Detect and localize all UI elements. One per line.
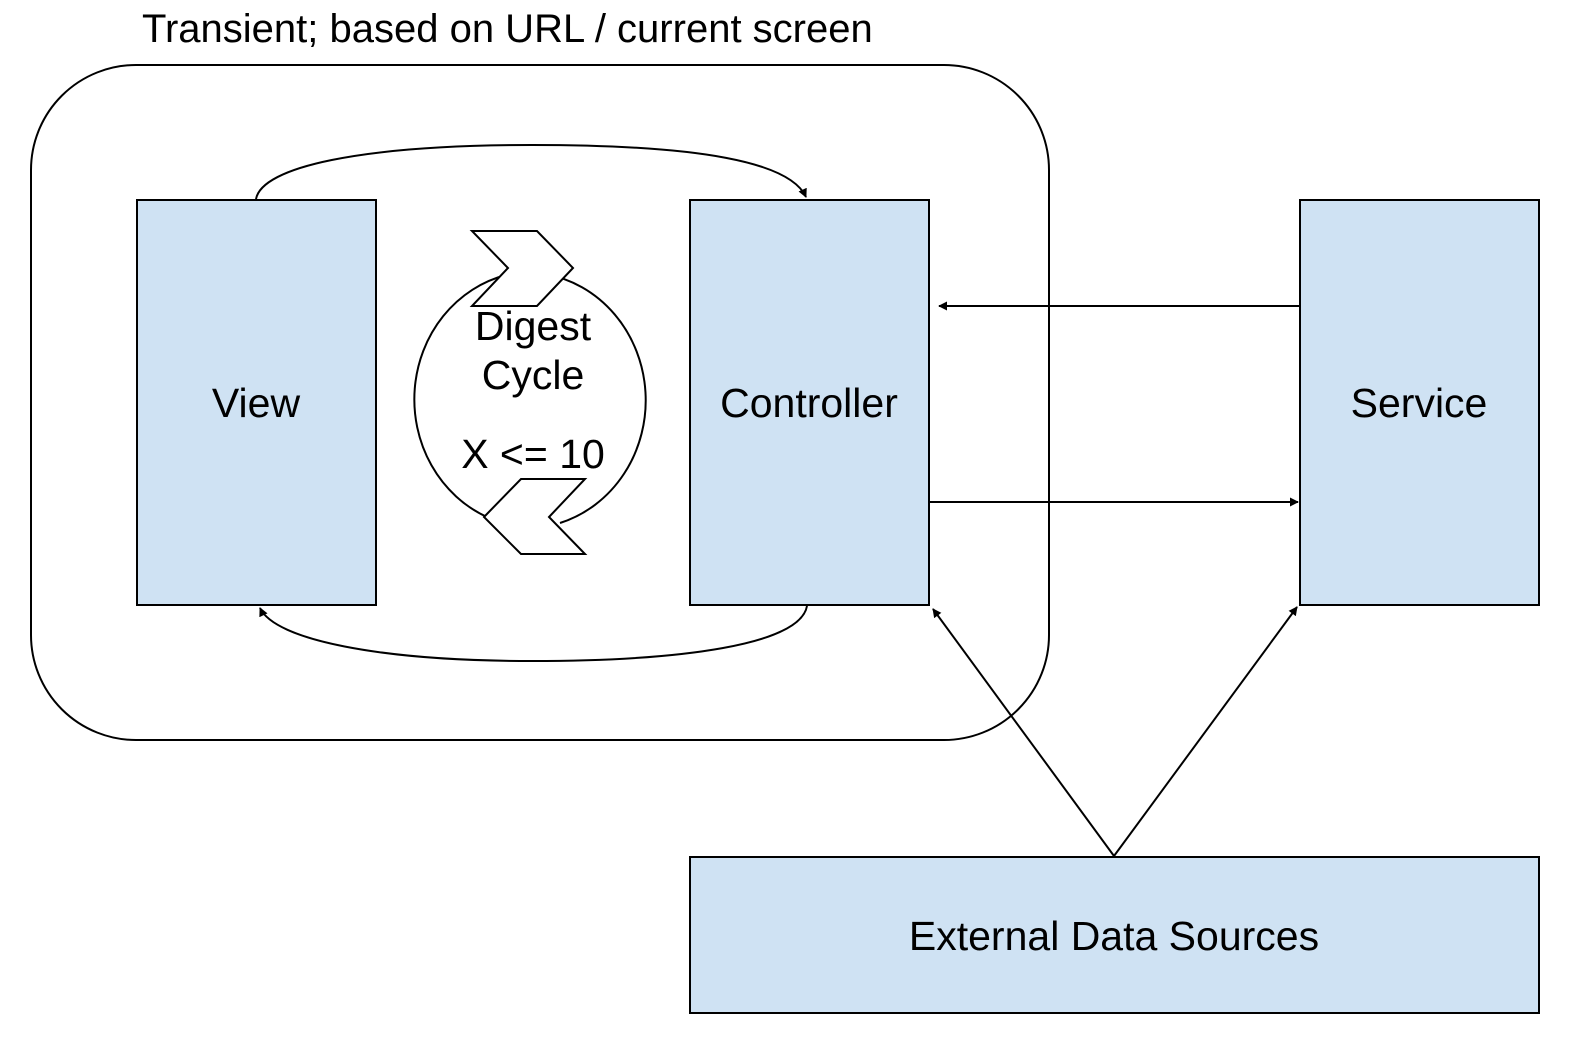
service-node: Service — [1299, 199, 1540, 606]
controller-label: Controller — [720, 380, 898, 426]
controller-node: Controller — [689, 199, 930, 606]
edge-controller-to-view — [259, 605, 808, 663]
digest-cycle-line-3: X <= 10 — [461, 431, 605, 477]
edge-view-to-controller — [255, 143, 807, 200]
digest-cycle-circle-left — [413, 274, 507, 518]
external-data-sources-node: External Data Sources — [689, 856, 1540, 1014]
digest-cycle-line-1: Digest — [475, 303, 592, 349]
transient-container — [30, 64, 1050, 741]
service-label: Service — [1351, 380, 1488, 426]
digest-cycle-circle — [544, 273, 647, 524]
edge-external-to-service — [1113, 606, 1298, 857]
edge-external-to-controller — [932, 608, 1115, 857]
container-label: Transient; based on URL / current screen — [142, 7, 873, 51]
view-label: View — [212, 380, 301, 426]
cycle-arrow-bottom-icon — [482, 478, 588, 555]
view-node: View — [136, 199, 377, 606]
cycle-arrow-top-icon — [469, 230, 575, 307]
external-data-sources-label: External Data Sources — [909, 913, 1319, 959]
digest-cycle-line-2: Cycle — [482, 352, 585, 398]
